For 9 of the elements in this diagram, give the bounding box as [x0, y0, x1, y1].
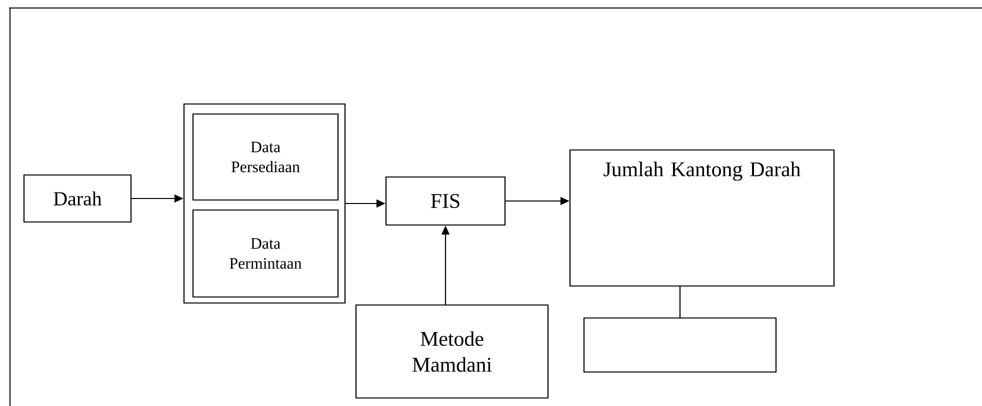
process-box: FIS — [385, 176, 506, 226]
data-box: Data Permintaan — [192, 209, 339, 298]
group-box — [183, 103, 346, 304]
process-box: Darah — [23, 174, 132, 223]
output-box: Jumlah Kantong Darah — [569, 149, 835, 287]
connector-line — [679, 286, 681, 318]
data-box: Data Persediaan — [192, 113, 339, 201]
tool-box — [583, 317, 777, 373]
method-box: Metode Mamdani — [355, 304, 549, 399]
